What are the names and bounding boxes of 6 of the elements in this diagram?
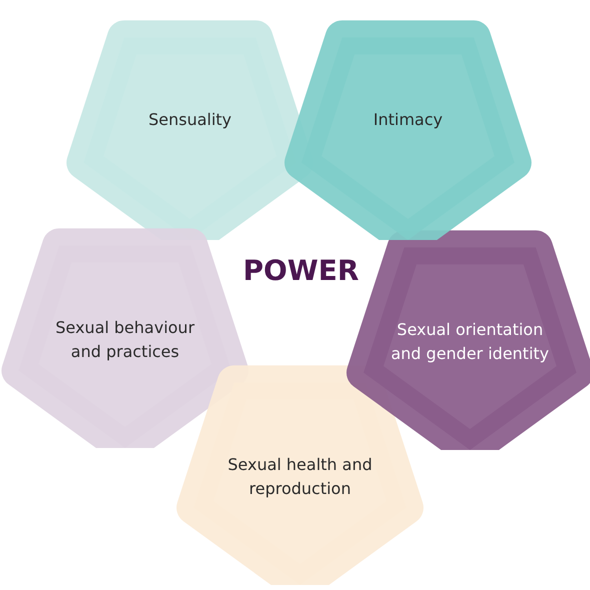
node-label: Sexual health and reproduction <box>226 454 374 500</box>
node-label: Sexual behaviour and practices <box>54 317 196 363</box>
center-heading: POWER <box>243 254 359 287</box>
node-label: Sensuality <box>147 109 233 131</box>
node-label: Sexual orientation and gender identity <box>390 319 550 365</box>
node-label: Intimacy <box>372 109 444 131</box>
